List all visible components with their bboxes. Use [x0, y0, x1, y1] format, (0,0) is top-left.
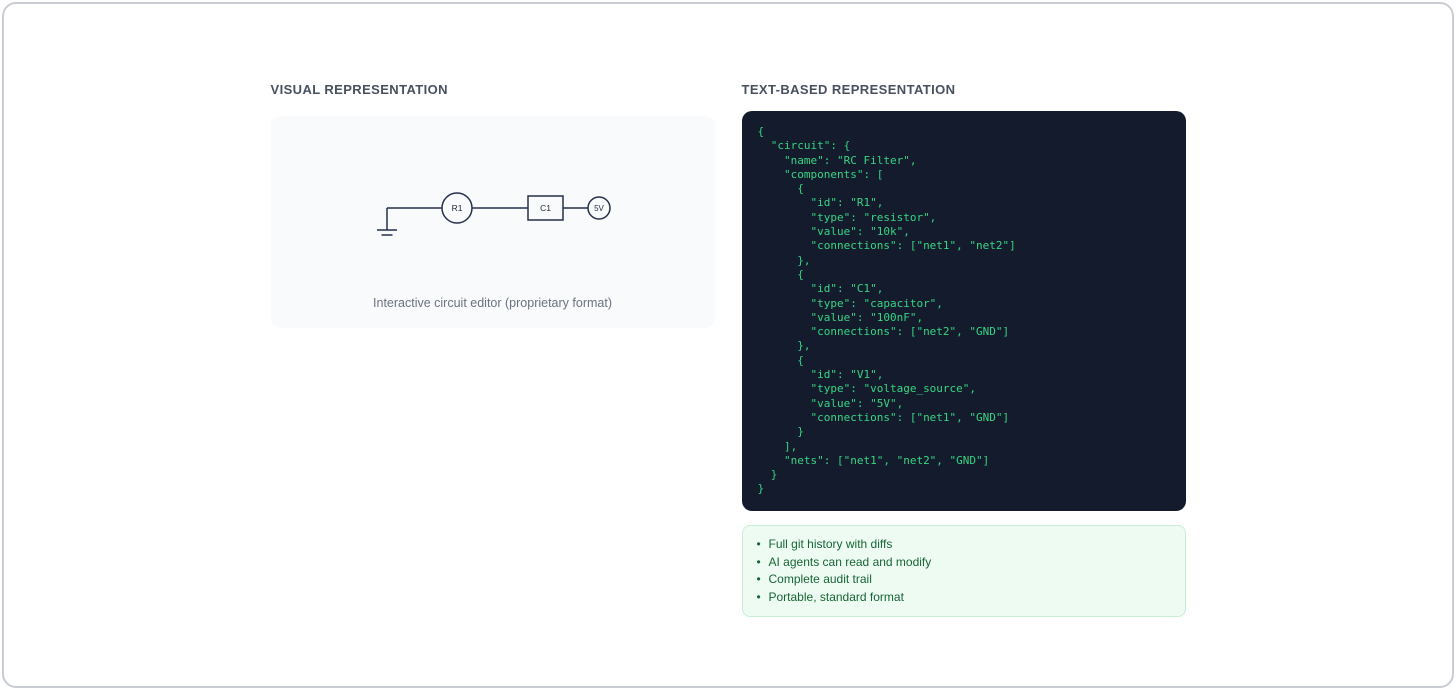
text-representation-column: TEXT-BASED REPRESENTATION { "circuit": {…	[741, 82, 1186, 618]
voltage-source-node[interactable]	[586, 196, 611, 220]
circuit-json-code-block: { "circuit": { "name": "RC Filter", "com…	[741, 111, 1186, 511]
benefit-item-portable-format: Portable, standard format	[757, 589, 1171, 607]
visual-representation-heading: VISUAL REPRESENTATION	[270, 82, 448, 97]
capacitor-label: C1	[540, 203, 551, 213]
benefits-list: Full git history with diffs AI agents ca…	[757, 536, 1171, 606]
benefit-item-audit-trail: Complete audit trail	[757, 571, 1171, 589]
benefits-panel: Full git history with diffs AI agents ca…	[741, 525, 1186, 618]
ground-symbol-icon[interactable]	[376, 208, 397, 236]
benefit-item-git-history: Full git history with diffs	[757, 536, 1171, 554]
circuit-editor-panel[interactable]: R1 C1 5V Interactive circuit editor (pro…	[270, 116, 715, 328]
circuit-canvas[interactable]: R1 C1 5V	[271, 116, 715, 328]
capacitor-node[interactable]	[526, 195, 564, 221]
circuit-editor-caption: Interactive circuit editor (proprietary …	[373, 296, 612, 310]
voltage-source-label: 5V	[594, 204, 604, 213]
resistor-node[interactable]	[440, 192, 473, 224]
text-representation-heading: TEXT-BASED REPRESENTATION	[741, 82, 956, 97]
circuit-json-code: { "circuit": { "name": "RC Filter", "com…	[757, 125, 1016, 496]
resistor-label: R1	[451, 203, 462, 213]
visual-representation-column: VISUAL REPRESENTATION	[270, 82, 715, 617]
two-column-layout: VISUAL REPRESENTATION	[270, 4, 1186, 618]
benefit-item-ai-agents: AI agents can read and modify	[757, 554, 1171, 572]
